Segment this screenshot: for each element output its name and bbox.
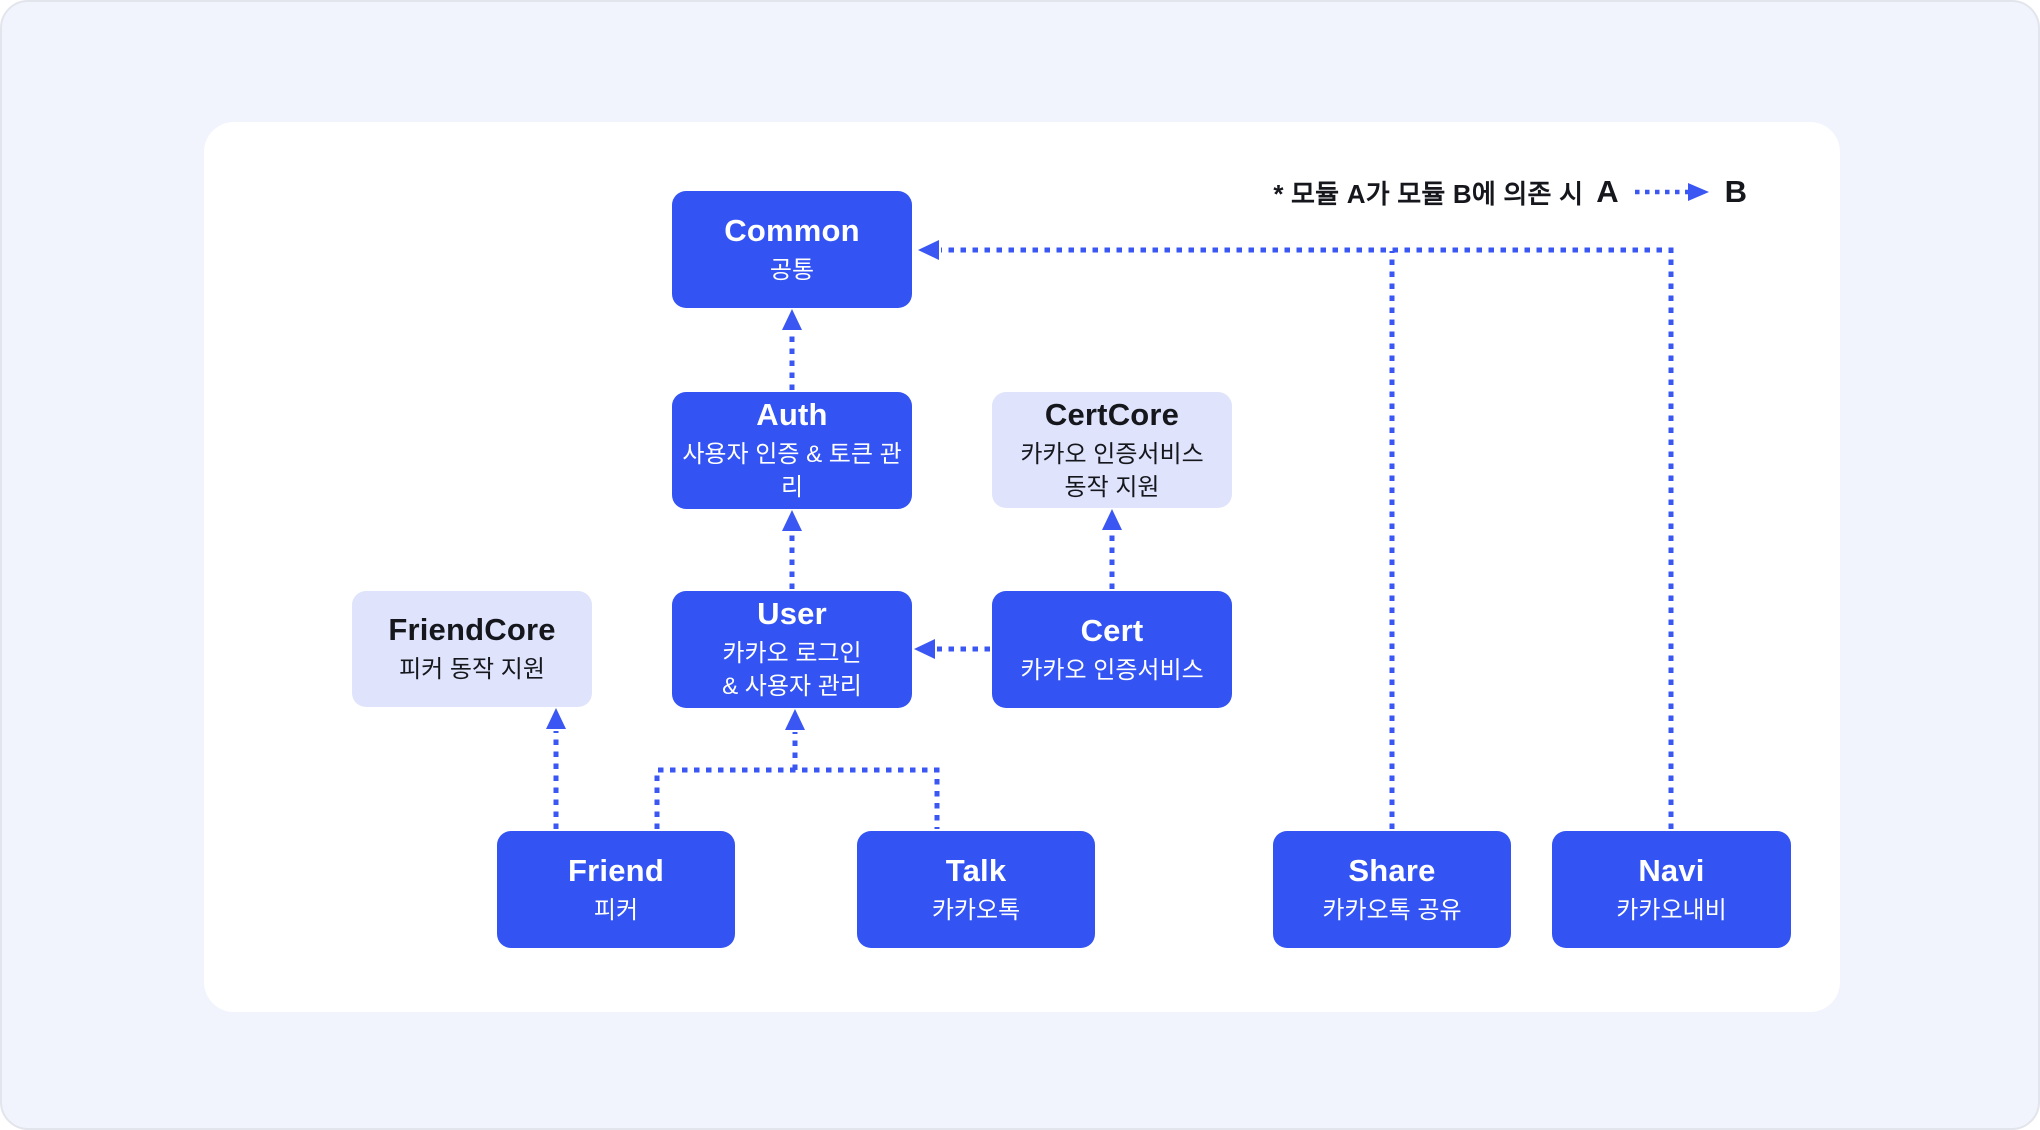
module-cert: Cert 카카오 인증서비스: [992, 591, 1232, 708]
module-cert-title: Cert: [1080, 612, 1144, 648]
module-auth-title: Auth: [756, 397, 828, 432]
legend: * 모듈 A가 모듈 B에 의존 시 A B: [1273, 172, 1747, 212]
legend-module-a: A: [1596, 174, 1619, 209]
arrowhead-into-auth: [782, 510, 802, 531]
module-friendcore-title: FriendCore: [388, 612, 556, 647]
module-certcore: CertCore 카카오 인증서비스 동작 지원: [992, 392, 1232, 508]
module-talk: Talk 카카오톡: [857, 831, 1095, 948]
module-user-title: User: [757, 596, 827, 631]
arrowhead-into-common-right: [918, 240, 939, 260]
module-share-title: Share: [1348, 852, 1436, 888]
module-friend-subtitle: 피커: [593, 896, 639, 924]
module-auth: Auth 사용자 인증 & 토큰 관리: [672, 392, 912, 509]
dependency-arrows: [546, 240, 1674, 829]
module-user-subtitle: 카카오 로그인 & 사용자 관리: [722, 640, 862, 700]
module-auth-subtitle: 사용자 인증 & 토큰 관리: [682, 441, 902, 501]
legend-note: * 모듈 A가 모듈 B에 의존 시: [1273, 178, 1584, 209]
module-friend-title: Friend: [568, 852, 664, 888]
module-user: User 카카오 로그인 & 사용자 관리: [672, 591, 912, 708]
arrow-navi-to-common: [941, 247, 1674, 829]
junction-friend-talk: [654, 767, 940, 829]
module-common: Common 공통: [672, 191, 912, 308]
module-talk-subtitle: 카카오톡: [931, 896, 1021, 924]
arrowhead-into-friendcore: [546, 708, 566, 729]
module-navi-title: Navi: [1638, 852, 1705, 888]
diagram-card: * 모듈 A가 모듈 B에 의존 시 A B Common 공통 Auth 사용…: [204, 122, 1840, 1012]
module-friendcore: FriendCore 피커 동작 지원: [352, 591, 592, 707]
legend-dependency-arrow-icon: [1634, 183, 1709, 201]
module-cert-subtitle: 카카오 인증서비스: [1020, 656, 1204, 684]
module-navi-subtitle: 카카오내비: [1616, 896, 1727, 924]
module-certcore-title: CertCore: [1044, 396, 1180, 432]
arrowhead-into-user-right: [914, 639, 935, 659]
module-share-subtitle: 카카오톡 공유: [1322, 896, 1462, 924]
module-navi: Navi 카카오내비: [1552, 831, 1791, 948]
module-friend: Friend 피커: [497, 831, 735, 948]
legend-module-b: B: [1724, 174, 1747, 209]
module-share: Share 카카오톡 공유: [1273, 831, 1511, 948]
arrowhead-into-user-bottom: [785, 709, 805, 730]
arrowhead-into-certcore: [1102, 509, 1122, 530]
module-talk-title: Talk: [945, 852, 1007, 888]
module-friendcore-subtitle: 피커 동작 지원: [399, 656, 545, 683]
module-common-subtitle: 공통: [769, 256, 815, 284]
module-certcore-subtitle: 카카오 인증서비스 동작 지원: [1020, 440, 1204, 501]
arrowhead-into-common-bottom: [782, 309, 802, 330]
module-common-title: Common: [724, 212, 860, 248]
